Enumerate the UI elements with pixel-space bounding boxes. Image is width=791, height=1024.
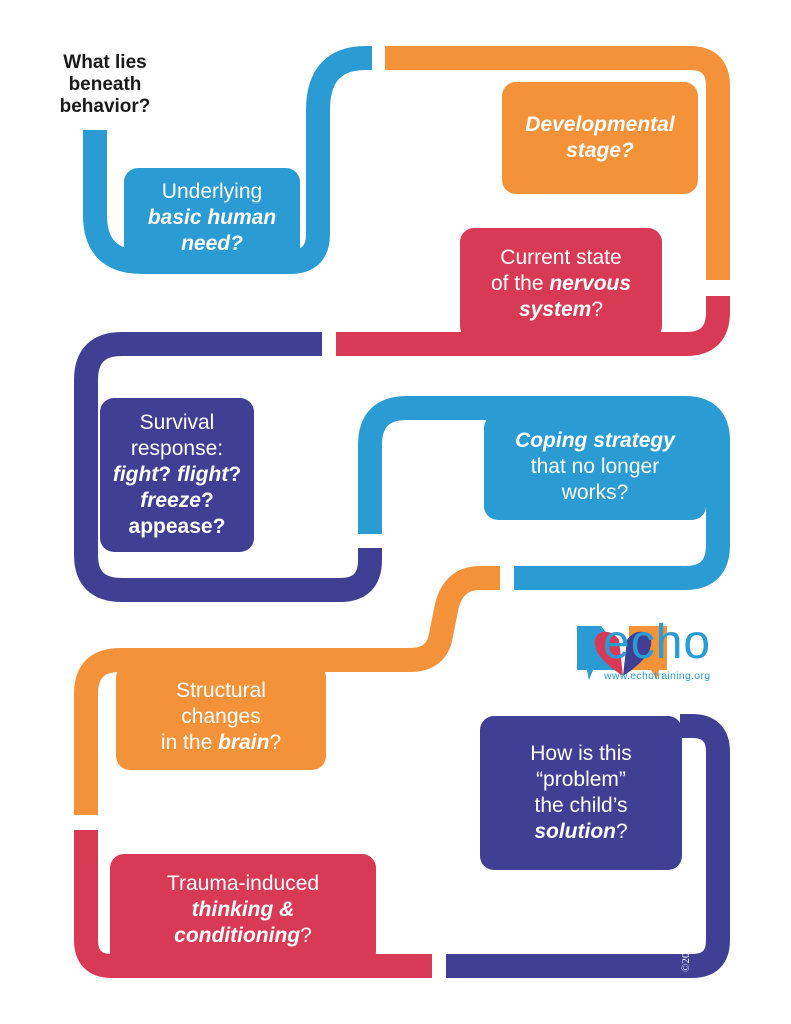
survival-line-2: response: xyxy=(130,437,224,460)
box-survival-response: Survival response: fight? flight? freeze… xyxy=(100,398,254,552)
survival-line-1: Survival xyxy=(139,411,215,434)
survival-q2: ? xyxy=(228,463,242,486)
box-developmental-stage: Developmental stage? xyxy=(502,82,698,194)
two-speech-bubble-heart-icon xyxy=(577,626,667,680)
pipe-orange-middle xyxy=(74,566,500,815)
trauma-line-3-em: conditioning xyxy=(174,924,301,947)
survival-q1: ? xyxy=(158,463,172,486)
nervous-line-1: Current state xyxy=(500,246,622,269)
survival-flight: flight xyxy=(177,463,229,486)
trauma-line-1: Trauma-induced xyxy=(166,872,320,895)
structural-line-1: Structural xyxy=(176,679,266,702)
box-underlying-need: Underlying basic human need? xyxy=(124,168,300,268)
survival-q3: ? xyxy=(200,489,214,512)
developmental-line-1: Developmental xyxy=(525,113,675,136)
box-coping-strategy: Coping strategy that no longer works? xyxy=(484,414,706,520)
underlying-need-line-1: Underlying xyxy=(161,180,263,203)
pipe-blue-top xyxy=(83,46,378,274)
structural-line-2: changes xyxy=(181,705,261,728)
underlying-need-line-2: basic human xyxy=(147,206,277,229)
nervous-line-3-em: system xyxy=(518,298,592,321)
pipe-orange-top xyxy=(385,46,730,280)
survival-appease: appease? xyxy=(128,515,226,538)
nervous-line-3-plain: ? xyxy=(591,298,604,321)
problem-line-3: the child’s xyxy=(534,794,628,817)
logo-url[interactable]: www.echotraining.org xyxy=(604,670,711,682)
trauma-line-2: thinking & xyxy=(191,898,295,921)
structural-line-3-q: ? xyxy=(269,731,282,754)
box-problem-solution: How is this “problem” the child’s soluti… xyxy=(480,716,682,870)
survival-fight: fight xyxy=(112,463,159,486)
nervous-line-2-plain: of the xyxy=(490,272,550,295)
title-line-1: What lies xyxy=(63,52,147,73)
pipe-red-right xyxy=(336,296,730,356)
developmental-line-2: stage? xyxy=(566,139,634,162)
coping-line-2: that no longer xyxy=(530,455,660,478)
box-nervous-system: Current state of the nervous system? xyxy=(460,228,662,340)
title-line-2: beneath xyxy=(68,74,142,95)
pipe-purple-bottom xyxy=(446,714,730,978)
problem-line-2: “problem” xyxy=(536,768,626,791)
pipe-red-bottom xyxy=(74,830,432,978)
underlying-need-line-3: need? xyxy=(181,232,243,255)
title-line-3: behavior? xyxy=(59,96,151,117)
problem-line-1: How is this xyxy=(530,742,632,765)
problem-line-4-q: ? xyxy=(615,820,628,843)
trauma-line-3-q: ? xyxy=(300,924,312,947)
coping-line-3: works? xyxy=(561,481,629,504)
box-trauma-induced: Trauma-induced thinking & conditioning? xyxy=(110,854,376,966)
nervous-line-2-em: nervous xyxy=(549,272,632,295)
structural-line-3-em: brain xyxy=(218,731,270,754)
pipe-purple-left xyxy=(74,332,382,602)
coping-line-1: Coping strategy xyxy=(515,429,675,452)
copyright-text: ©2017 echo xyxy=(680,918,692,972)
box-structural-changes: Structural changes in the brain? xyxy=(116,664,326,770)
survival-freeze: freeze xyxy=(140,489,201,512)
page-title: What lies beneath behavior? xyxy=(50,52,160,118)
logo-wordmark: echo xyxy=(603,616,712,669)
pipe-blue-middle xyxy=(358,396,730,590)
problem-line-4-em: solution xyxy=(534,820,616,843)
structural-line-3-plain: in the xyxy=(160,731,219,754)
